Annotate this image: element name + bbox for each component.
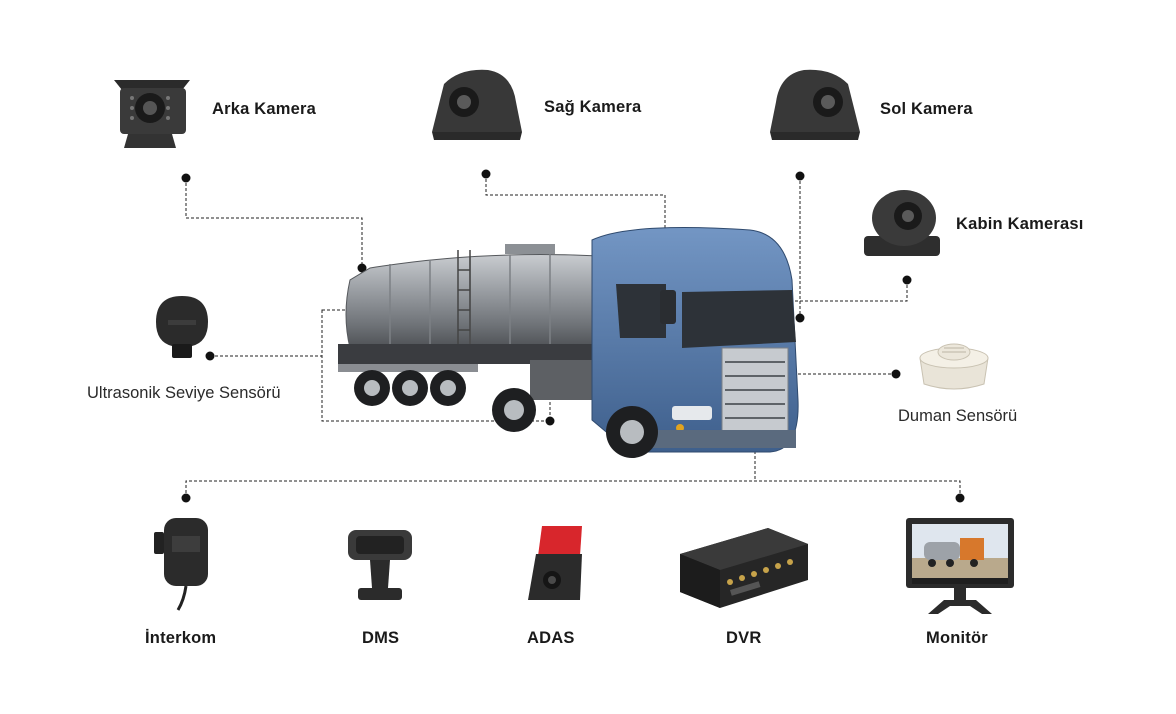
side-camera-icon [770,69,860,140]
anchor-dot [357,263,367,273]
label-kabin-kamerasi: Kabin Kamerası [956,215,1084,233]
adas-camera-icon [528,526,582,600]
rear-camera-icon [114,80,190,148]
tanker-truck-icon [338,227,799,458]
anchor-dot [795,313,805,323]
dms-camera-icon [348,530,412,600]
smoke-sensor-icon [919,343,989,390]
monitor-icon [906,518,1014,614]
anchor-dot [205,351,215,361]
label-sag-kamera: Sağ Kamera [544,98,642,116]
label-ultrasonik: Ultrasonik Seviye Sensörü [87,384,281,402]
label-interkom: İnterkom [145,629,217,647]
anchor-dot [891,369,901,379]
dome-camera-icon [864,190,940,256]
label-sol-kamera: Sol Kamera [880,100,973,118]
ultrasonic-sensor-icon [156,296,208,358]
dvr-icon [680,528,808,608]
label-duman: Duman Sensörü [898,407,1018,425]
anchor-dot [181,173,191,183]
label-adas: ADAS [527,629,575,647]
anchor-dot [545,416,555,426]
label-arka-kamera: Arka Kamera [212,100,317,118]
microphone-icon [154,518,208,611]
anchor-dot [902,275,912,285]
anchor-dot [481,169,491,179]
side-camera-icon [432,69,522,140]
anchor-dot [955,493,965,503]
label-dms: DMS [362,629,400,647]
anchor-dot [181,493,191,503]
label-dvr: DVR [726,629,762,647]
label-monitor: Monitör [926,629,988,647]
anchor-dot [795,171,805,181]
